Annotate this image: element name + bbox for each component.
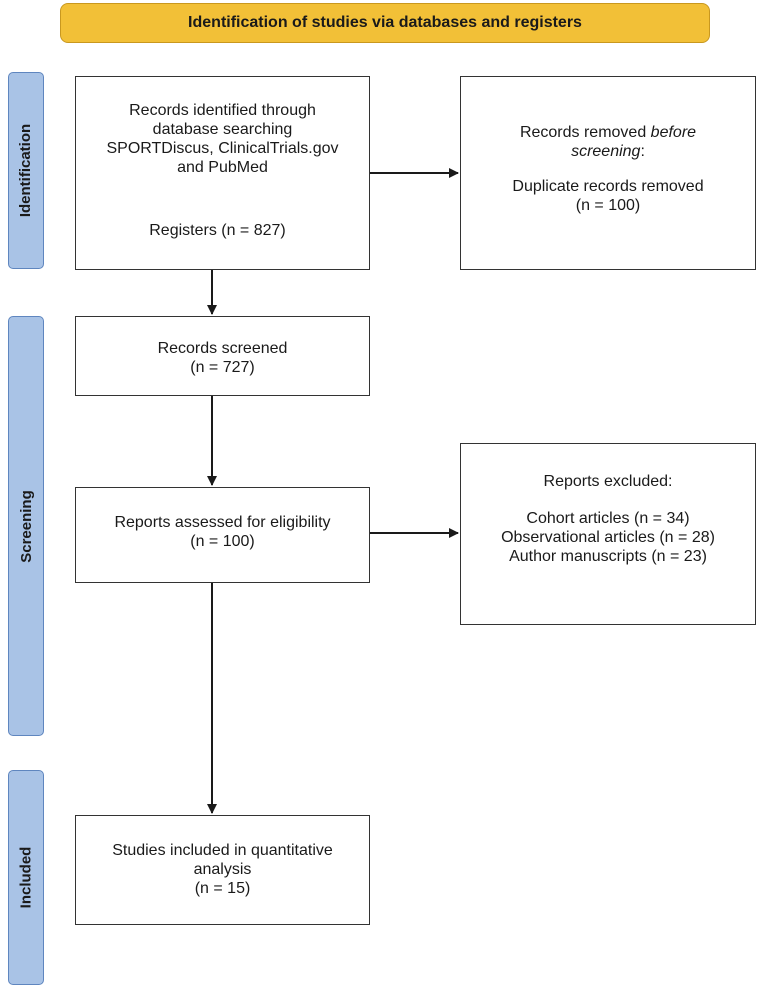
- records-removed-count: (n = 100): [575, 197, 641, 214]
- records-removed-title-suffix: :: [640, 143, 645, 160]
- records-screened-box: Records screened (n = 727): [75, 316, 370, 396]
- records-removed-box: Records removed before screening: Duplic…: [460, 76, 756, 270]
- reports-excluded-title: Reports excluded:: [543, 473, 673, 490]
- records-identified-line: SPORTDiscus, ClinicalTrials.gov: [106, 140, 339, 157]
- studies-included-line: Studies included in quantitative: [112, 842, 333, 859]
- reports-assessed-count: (n = 100): [190, 533, 255, 550]
- records-identified-line: Records identified through: [129, 102, 316, 119]
- records-identified-line: and PubMed: [177, 159, 268, 176]
- registers-count: Registers (n = 827): [149, 222, 286, 239]
- studies-included-count: (n = 15): [194, 880, 251, 897]
- phase-identification: Identification: [8, 72, 44, 269]
- flow-header-title: Identification of studies via databases …: [188, 14, 582, 31]
- reports-assessed-title: Reports assessed for eligibility: [114, 514, 331, 531]
- records-removed-title-2: screening:: [461, 142, 755, 161]
- records-removed-title-prefix: Records removed: [519, 124, 651, 141]
- records-removed-title: Records removed before: [461, 123, 755, 142]
- records-identified-box: Records identified through database sear…: [75, 76, 370, 270]
- phase-included: Included: [8, 770, 44, 985]
- studies-included-line: analysis: [193, 861, 252, 878]
- reports-assessed-box: Reports assessed for eligibility (n = 10…: [75, 487, 370, 583]
- records-removed-title-italic2: screening: [571, 143, 641, 160]
- reports-excluded-item: Cohort articles (n = 34): [526, 510, 690, 527]
- reports-excluded-item: Author manuscripts (n = 23): [509, 548, 707, 565]
- records-screened-title: Records screened: [157, 340, 288, 357]
- records-screened-count: (n = 727): [190, 359, 255, 376]
- records-removed-detail: Duplicate records removed: [512, 178, 704, 195]
- reports-excluded-item: Observational articles (n = 28): [501, 529, 715, 546]
- reports-excluded-box: Reports excluded: Cohort articles (n = 3…: [460, 443, 756, 625]
- phase-screening: Screening: [8, 316, 44, 736]
- records-identified-line: database searching: [152, 121, 293, 138]
- studies-included-box: Studies included in quantitative analysi…: [75, 815, 370, 925]
- flow-header: Identification of studies via databases …: [60, 3, 710, 43]
- records-removed-title-italic: before: [650, 124, 697, 141]
